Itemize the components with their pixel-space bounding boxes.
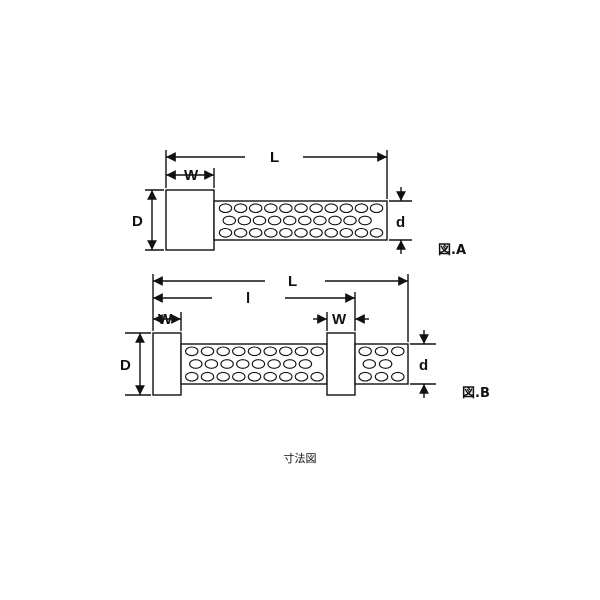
pore-hole (189, 359, 203, 369)
pore-hole (247, 371, 262, 382)
figure-b-holes (185, 346, 405, 382)
figure-b-d-label: d (419, 357, 428, 374)
pore-hole (200, 371, 215, 382)
pore-hole (263, 371, 277, 382)
pore-hole (391, 371, 405, 382)
pore-hole (185, 346, 199, 357)
pore-hole (283, 359, 297, 369)
pore-hole (343, 215, 357, 226)
figure-b-L-label: L (288, 273, 297, 290)
pore-hole (282, 215, 297, 226)
pore-hole (378, 359, 393, 369)
figure-b-W-right-label: W (332, 311, 347, 328)
figure-a-D-label: D (132, 213, 143, 230)
page-caption: 寸法図 (283, 452, 317, 465)
figure-a-caption: 図.A (438, 243, 466, 258)
pore-hole (232, 346, 246, 357)
pore-hole (248, 227, 263, 238)
pore-hole (294, 227, 308, 238)
pore-hole (218, 203, 233, 214)
figure-a-W-label: W (184, 167, 199, 184)
pore-hole (222, 215, 237, 226)
pore-hole (247, 346, 262, 357)
pore-hole (358, 215, 372, 226)
pore-hole (309, 203, 323, 214)
pore-hole (294, 371, 309, 382)
pore-hole (216, 346, 230, 357)
pore-hole (374, 346, 389, 357)
pore-hole (236, 359, 250, 369)
pore-hole (233, 227, 248, 238)
pore-hole (310, 371, 324, 382)
pore-hole (391, 346, 405, 357)
figure-b-W-left-label: W (158, 311, 173, 328)
pore-hole (267, 215, 282, 226)
pore-hole (309, 227, 323, 238)
figure-a-d-label: d (396, 214, 405, 231)
pore-hole (362, 359, 377, 369)
pore-hole (294, 346, 309, 357)
pore-hole (279, 346, 293, 357)
pore-hole (294, 203, 308, 214)
pore-hole (200, 346, 215, 357)
pore-hole (220, 359, 234, 369)
pore-hole (216, 371, 230, 382)
pore-hole (354, 227, 369, 238)
pore-hole (233, 203, 248, 214)
pore-hole (264, 227, 278, 238)
pore-hole (298, 215, 312, 226)
figure-a (145, 150, 412, 254)
pore-hole (310, 346, 324, 357)
pore-hole (263, 346, 277, 357)
figure-a-holes (218, 203, 384, 238)
figure-a-L-label: L (270, 149, 279, 166)
pore-hole (324, 203, 338, 214)
pore-hole (328, 215, 342, 226)
pore-hole (279, 371, 293, 382)
figure-b-flange-right (326, 332, 356, 396)
pore-hole (339, 227, 354, 238)
pore-hole (369, 227, 384, 238)
pore-hole (252, 215, 267, 226)
figure-b-l-label: l (246, 290, 250, 307)
pore-hole (358, 346, 372, 357)
pore-hole (237, 215, 252, 226)
pore-hole (185, 371, 199, 382)
pore-hole (298, 359, 313, 369)
pore-hole (218, 227, 233, 238)
pore-hole (232, 371, 246, 382)
figure-b-D-label: D (120, 357, 131, 374)
pore-hole (358, 371, 372, 382)
pore-hole (264, 203, 278, 214)
pore-hole (251, 359, 266, 369)
pore-hole (369, 203, 384, 214)
pore-hole (313, 215, 327, 226)
pore-hole (279, 203, 293, 214)
pore-hole (339, 203, 354, 214)
figure-a-flange (165, 189, 215, 251)
pore-hole (279, 227, 293, 238)
figure-b (125, 274, 436, 398)
pore-hole (324, 227, 338, 238)
pore-hole (248, 203, 263, 214)
pore-hole (267, 359, 281, 369)
pore-hole (354, 203, 369, 214)
figure-b-caption: 図.B (462, 386, 490, 401)
figure-b-flange-left (152, 332, 182, 396)
pore-hole (204, 359, 219, 369)
pore-hole (374, 371, 389, 382)
